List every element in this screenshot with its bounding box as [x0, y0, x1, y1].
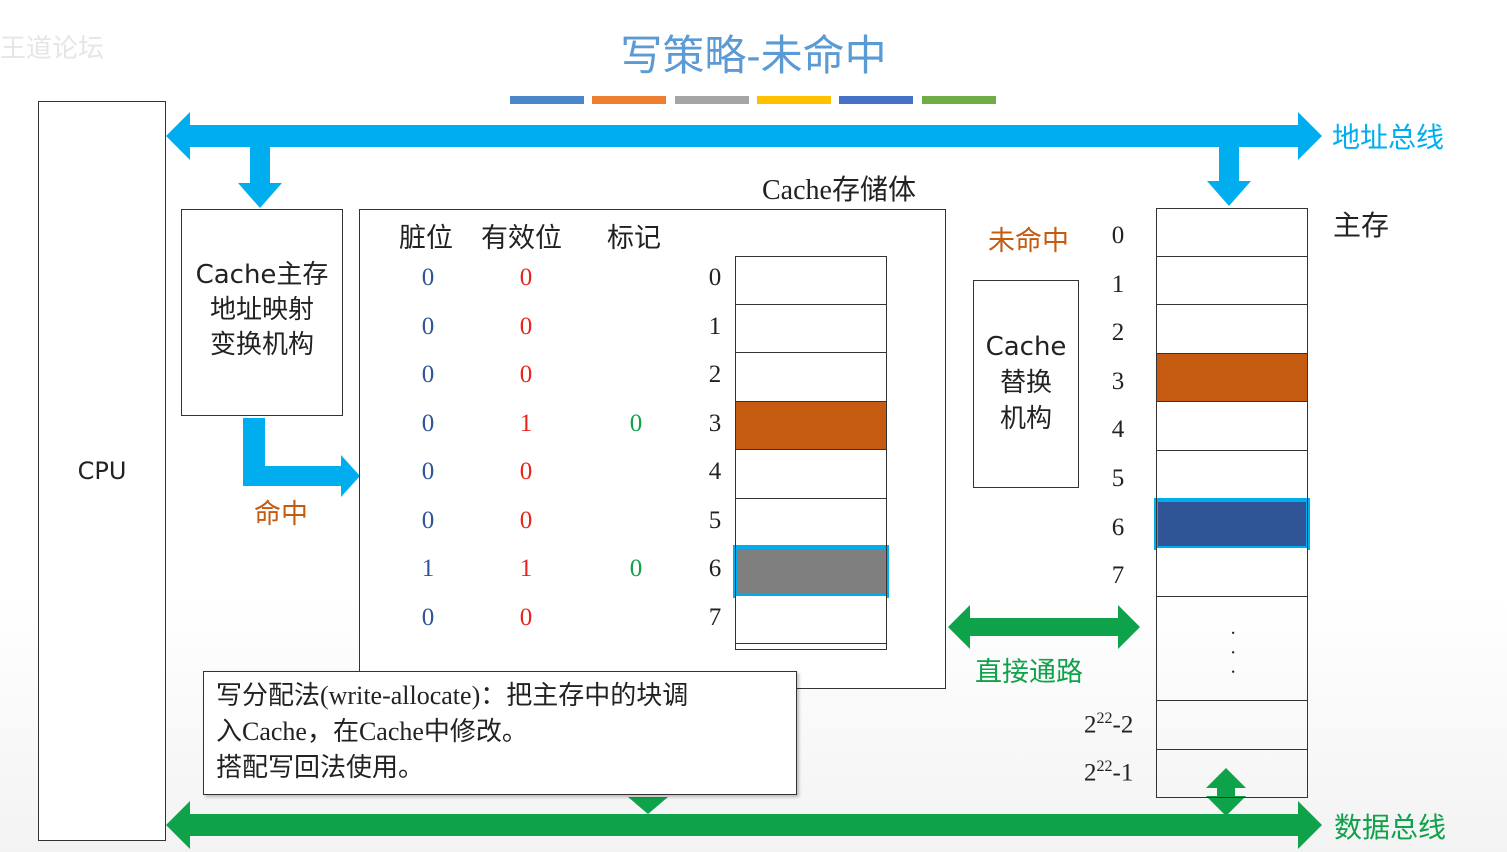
mapping-unit-line2: 地址映射	[209, 295, 314, 325]
replacement-unit-line3: 机构	[999, 404, 1052, 434]
valid-bit: 0	[519, 312, 533, 340]
memory-block	[1156, 208, 1308, 257]
replacement-unit-line2: 替换	[999, 368, 1052, 398]
memory-ellipsis: · · ·	[1222, 630, 1243, 679]
dirty-bit: 1	[421, 555, 435, 582]
cache-line-index: 6	[708, 555, 722, 582]
valid-bit: 0	[519, 361, 533, 388]
memory-row-label: 6	[1111, 513, 1125, 541]
cache-line	[735, 353, 887, 402]
mapping-unit-line3: 变换机构	[209, 330, 314, 360]
direct-path-arrow	[948, 605, 1140, 649]
data-bus-label: 数据总线	[1334, 811, 1447, 844]
memory-row-label: 2	[1111, 319, 1125, 347]
memory-row-label: 0	[1111, 222, 1125, 249]
cache-line	[735, 304, 887, 353]
cache-line	[735, 401, 887, 450]
forum-watermark: 王道论坛	[0, 34, 105, 64]
mapping-unit-line1: Cache主存	[195, 260, 329, 290]
cache-line-index: 0	[708, 264, 722, 291]
address-to-mapping-arrow	[238, 147, 282, 208]
note-line2: 入Cache，在Cache中修改。	[216, 717, 528, 746]
color-segment-5	[839, 96, 913, 104]
cache-line	[733, 545, 889, 598]
page-title: 写策略-未命中	[620, 31, 887, 80]
valid-bit: 0	[519, 506, 533, 534]
dirty-bit: 0	[421, 264, 435, 291]
dirty-bit-header: 脏位	[399, 223, 453, 254]
direct-path-label: 直接通路	[975, 657, 1083, 688]
color-segment-3	[675, 96, 749, 104]
memory-row-label-last2: 222-2	[1084, 710, 1134, 739]
memory-data-arrow	[1206, 768, 1246, 816]
color-segment-1	[510, 96, 584, 104]
valid-bit: 0	[519, 603, 533, 631]
memory-row-label: 7	[1111, 562, 1125, 590]
cache-line	[735, 595, 887, 644]
cache-line	[735, 256, 887, 305]
memory-block-divider	[1156, 700, 1308, 701]
main-memory-title: 主存	[1333, 209, 1390, 242]
write-allocate-note: 写分配法(write-allocate)：把主存中的块调 入Cache，在Cac…	[203, 671, 797, 795]
note-line1: 写分配法(write-allocate)：把主存中的块调	[216, 681, 689, 710]
address-mapping-unit: Cache主存 地址映射 变换机构	[181, 209, 343, 416]
data-bus-arrow	[166, 801, 1322, 849]
main-memory-box	[1156, 208, 1308, 798]
address-bus-arrow	[166, 112, 1322, 160]
cache-line-index: 1	[708, 312, 722, 340]
cache-line-index: 2	[708, 361, 722, 388]
tag-value: 0	[629, 409, 643, 437]
miss-label: 未命中	[988, 226, 1069, 257]
dirty-bit: 0	[421, 409, 435, 437]
memory-row-label: 5	[1111, 465, 1125, 492]
memory-block	[1156, 451, 1308, 500]
dirty-bit: 0	[421, 458, 435, 485]
address-to-memory-arrow	[1207, 147, 1251, 206]
valid-bit: 0	[519, 264, 533, 291]
cache-line	[735, 450, 887, 499]
memory-block	[1156, 305, 1308, 354]
address-bus-label: 地址总线	[1332, 121, 1445, 154]
valid-bit-header: 有效位	[481, 223, 562, 254]
note-line3: 搭配写回法使用。	[216, 753, 425, 782]
cpu-label: CPU	[77, 457, 127, 485]
cpu-box: CPU	[38, 101, 166, 841]
memory-row-label: 1	[1111, 270, 1125, 298]
hit-label: 命中	[254, 499, 308, 530]
hit-arrow	[243, 418, 360, 497]
memory-block	[1156, 353, 1308, 403]
cache-lines-box	[735, 256, 887, 650]
dirty-bit: 0	[421, 603, 435, 631]
cache-storage-title: Cache存储体	[762, 175, 916, 206]
color-segment-4	[757, 96, 831, 104]
cache-line-index: 5	[708, 506, 722, 534]
color-segment-2	[592, 96, 666, 104]
memory-block	[1156, 548, 1308, 597]
dirty-bit: 0	[421, 361, 435, 388]
memory-row-label-last1: 222-1	[1084, 758, 1134, 787]
cache-line	[735, 498, 887, 547]
valid-bit: 1	[519, 409, 533, 437]
replacement-unit-line1: Cache	[985, 332, 1067, 362]
valid-bit: 0	[519, 458, 533, 485]
tag-header: 标记	[607, 223, 661, 254]
data-bus-notch	[628, 797, 668, 814]
color-segment-6	[922, 96, 996, 104]
memory-block	[1154, 497, 1310, 551]
memory-block-divider	[1156, 749, 1308, 750]
cache-line-index: 4	[708, 458, 722, 485]
replacement-unit: Cache 替换 机构	[973, 280, 1079, 488]
memory-block	[1156, 402, 1308, 451]
tag-value: 0	[629, 555, 643, 582]
cache-line-index: 7	[708, 603, 722, 631]
dirty-bit: 0	[421, 506, 435, 534]
dirty-bit: 0	[421, 312, 435, 340]
cache-line-index: 3	[708, 409, 722, 437]
memory-row-label: 3	[1111, 367, 1125, 395]
memory-row-label: 4	[1111, 416, 1125, 444]
memory-block	[1156, 256, 1308, 306]
valid-bit: 1	[519, 555, 533, 582]
